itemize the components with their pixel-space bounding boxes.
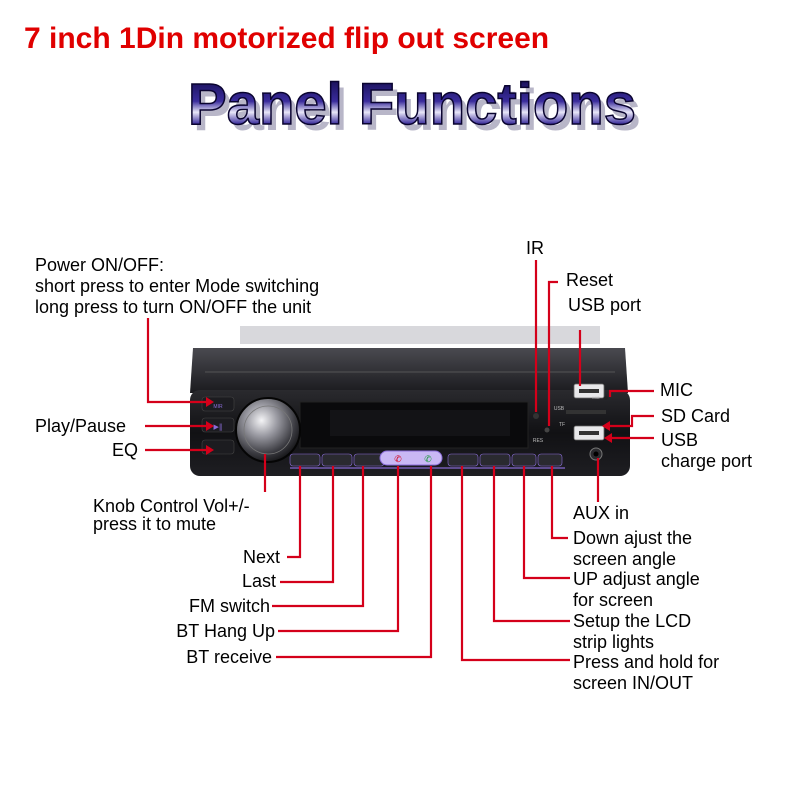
tf-mark: TF [559,422,565,428]
label-next: Next [242,547,280,567]
label-bt-receive: BT receive [186,647,272,667]
page-title: Panel Functions [188,72,636,137]
label-usb-port: USB port [568,295,642,315]
label-knob: Knob Control Vol+/- press it to mute [93,496,250,534]
label-reset: Reset [566,270,614,290]
volume-knob[interactable] [235,397,301,463]
play-pause-icon: ▶‖ [214,423,223,431]
mic-hole [604,396,608,400]
receive-call-icon: ✆ [424,455,432,465]
subtitle: 7 inch 1Din motorized flip out screen [24,22,550,55]
label-press-hold: Press and hold for screen IN/OUT [573,652,720,693]
screen-lid [190,348,628,393]
title-shadow: Panel Functions [193,78,641,143]
next-button[interactable] [289,453,321,467]
ir-sensor [533,413,539,419]
usb-mark: USB [554,406,565,412]
label-up-angle: UP adjust angle for screen [573,569,700,610]
angle-down-button[interactable] [537,453,563,467]
label-power: Power ON/OFF: short press to enter Mode … [35,255,320,317]
label-down-angle: Down ajust the screen angle [573,528,693,569]
lcd-lights-button[interactable] [479,453,511,467]
label-mic: MIC [660,380,693,400]
last-button[interactable] [321,453,353,467]
label-sd-card: SD Card [661,406,731,426]
mic-mark: MIC [592,395,599,400]
screen-in-out-button[interactable] [447,453,479,467]
label-fm-switch: FM switch [189,596,270,616]
bt-call-buttons[interactable] [379,450,443,466]
reset-hole[interactable] [544,427,550,433]
sd-card-slot[interactable] [566,410,606,414]
eq-button[interactable] [201,439,235,455]
label-bt-hang-up: BT Hang Up [176,621,275,641]
title-block: Panel Functions Panel Functions [150,62,670,152]
device-casing [240,326,600,344]
angle-up-button[interactable] [511,453,537,467]
label-last: Last [241,571,276,591]
label-aux-in: AUX in [573,503,630,523]
label-usb-charge: USB charge port [661,430,753,471]
fm-switch-button[interactable] [353,453,385,467]
hang-up-icon: ✆ [394,455,402,465]
mir-mark: MIR [213,404,223,410]
label-eq: EQ [112,440,139,460]
label-ir: IR [526,238,544,258]
res-mark: RES [533,438,544,444]
title-graphic: Panel Functions Panel Functions [187,71,641,143]
label-play-pause: Play/Pause [35,416,127,436]
label-lcd-lights: Setup the LCD strip lights [573,611,692,652]
